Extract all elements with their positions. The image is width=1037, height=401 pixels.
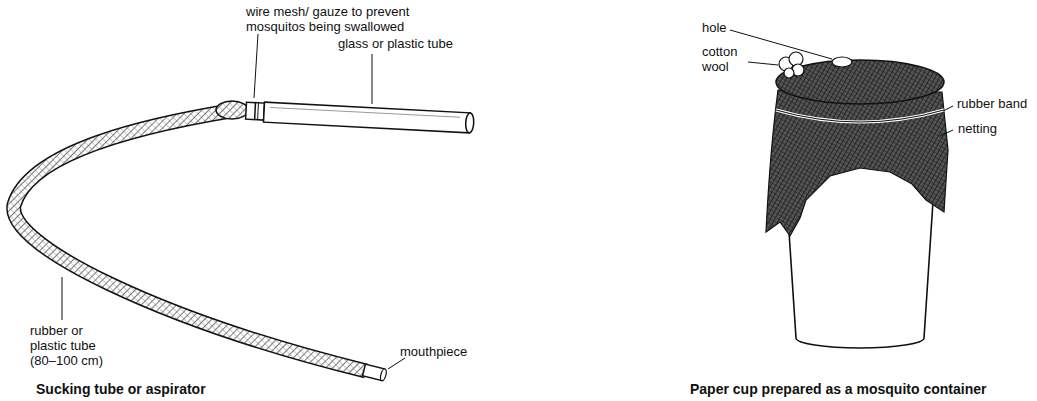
leader-line: [730, 30, 832, 59]
figure-caption: Paper cup prepared as a mosquito contain…: [690, 381, 986, 397]
mouthpiece-end: [380, 368, 388, 381]
callout-label: rubber band: [957, 96, 1033, 111]
callout-label: hole: [702, 20, 742, 35]
cotton-wool-shape: [779, 52, 804, 78]
leader-line: [388, 358, 405, 369]
callout-label: glass or plastic tube: [338, 36, 478, 51]
hole-shape: [832, 57, 852, 67]
tube-joint: [216, 101, 248, 119]
leader-line: [254, 34, 258, 98]
leader-line: [940, 130, 953, 136]
netting-shape: [766, 90, 948, 236]
rubber-tube-texture: [14, 110, 366, 371]
leader-line: [943, 106, 953, 111]
rubber-tube: [14, 110, 366, 371]
leader-line: [62, 277, 63, 320]
wire-mesh: [257, 103, 259, 120]
glass-highlight: [270, 107, 460, 117]
callout-label: netting: [958, 121, 1028, 136]
leader-line: [372, 54, 373, 104]
callout-label: mouthpiece: [400, 344, 490, 359]
callout-label: rubber or plastic tube (80–100 cm): [30, 323, 112, 368]
leader-line: [748, 62, 778, 65]
callout-label: wire mesh/ gauze to prevent mosquitos be…: [246, 4, 431, 34]
rubber-band-shape: [776, 110, 944, 122]
tube-opening: [465, 113, 474, 133]
callout-label: cotton wool: [702, 44, 748, 74]
rubber-band-edge: [776, 110, 944, 122]
glass-tube: [263, 102, 470, 133]
paper-cup: [730, 30, 953, 348]
wire-mesh: [254, 103, 256, 120]
figure-caption: Sucking tube or aspirator: [36, 381, 206, 397]
aspirator: [14, 34, 475, 381]
gauze-joint: [246, 102, 265, 120]
netting-top: [776, 60, 944, 104]
